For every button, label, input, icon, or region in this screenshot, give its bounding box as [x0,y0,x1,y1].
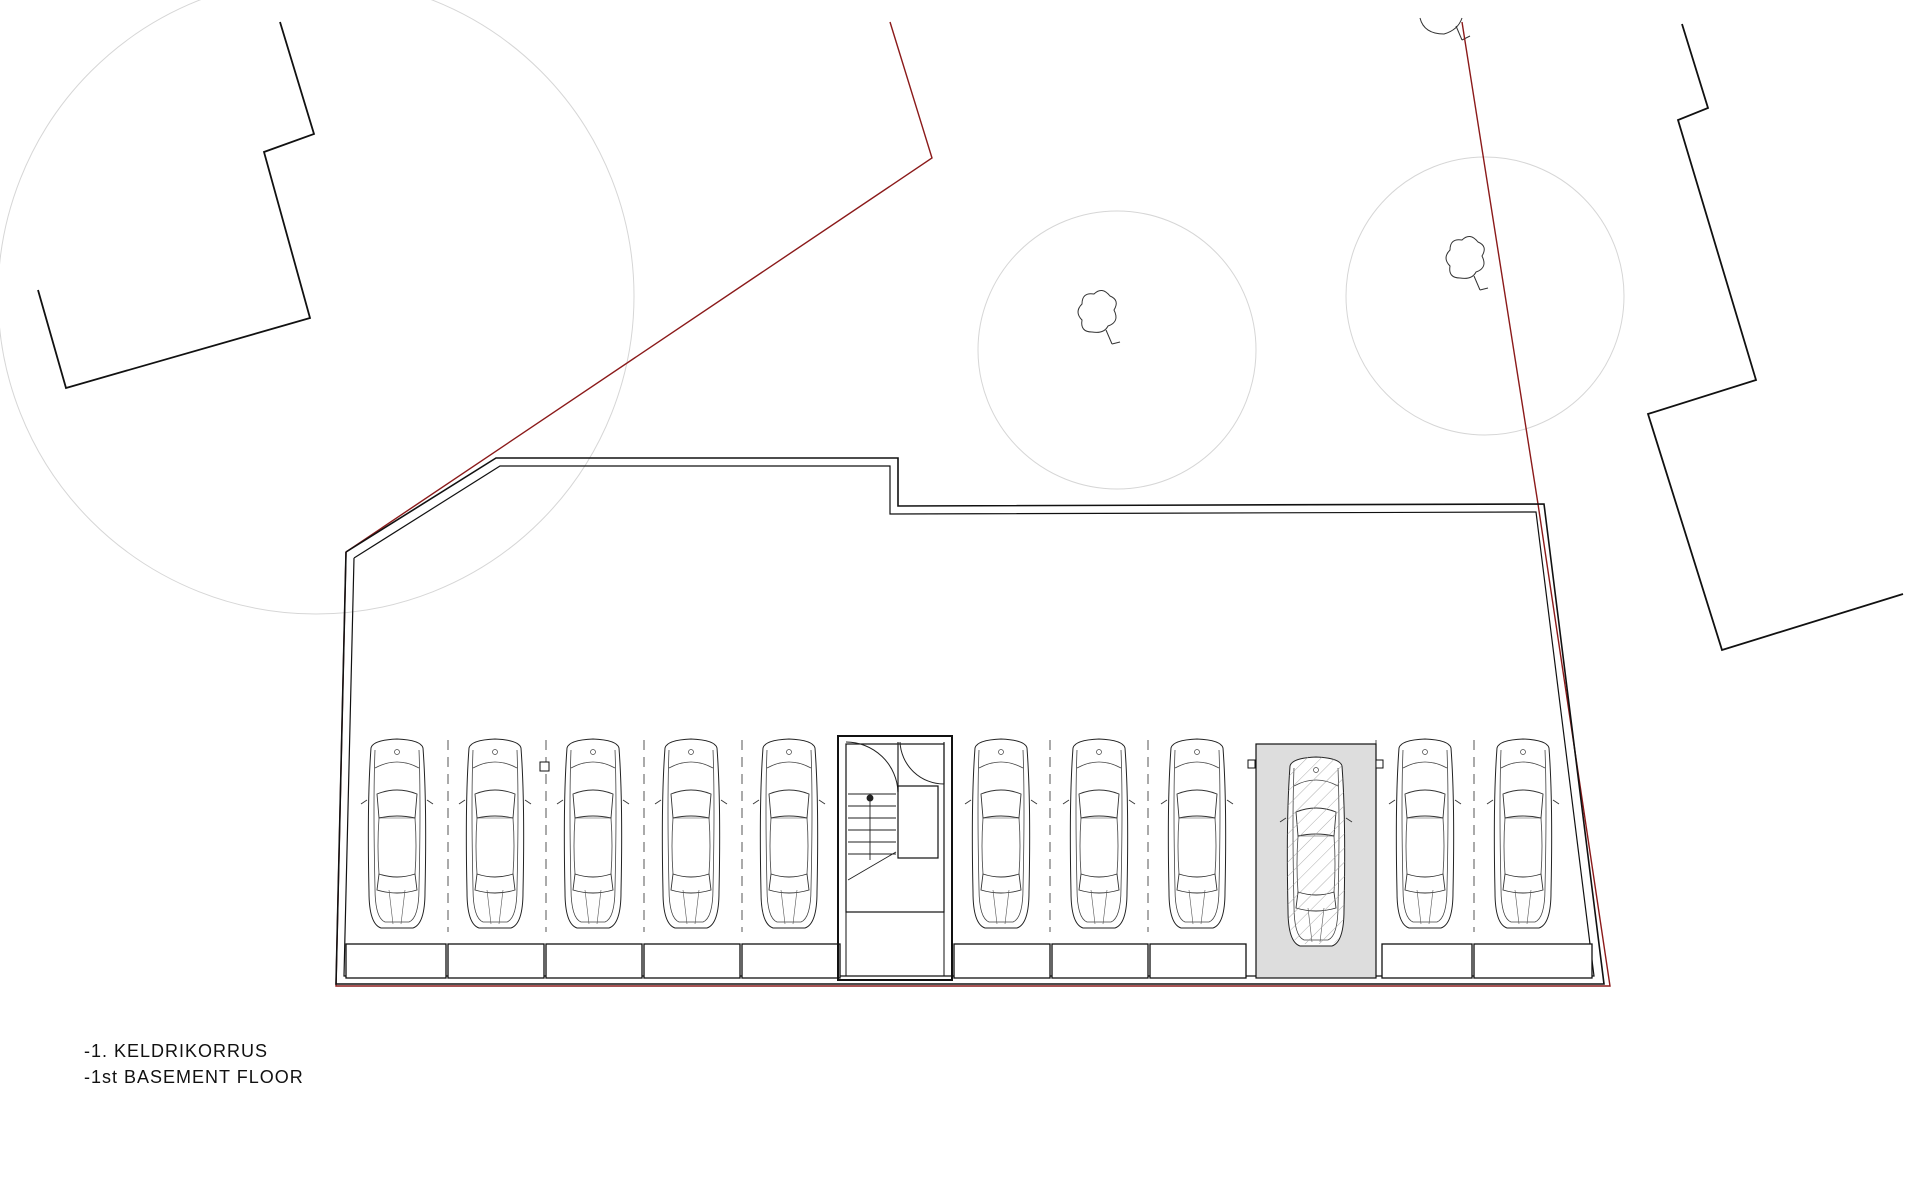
car-icon [1160,738,1234,929]
car-icon [1388,738,1462,929]
parked-cars [360,738,1560,947]
storage-lockers [345,943,1593,979]
car-icon [360,738,434,929]
stair-core [837,735,953,981]
tree-canopy-center [977,210,1257,490]
car-icon [1279,756,1353,947]
car-icon [556,738,630,929]
column-marker [539,761,550,772]
tree-canopy-large [0,0,635,615]
car-icon [752,738,826,929]
car-icon [1486,738,1560,929]
car-icon [654,738,728,929]
car-icon [964,738,1038,929]
caption-line-english: -1st BASEMENT FLOOR [84,1067,304,1087]
tree-canopy-east [1345,156,1625,436]
car-icon [1062,738,1136,929]
door-swing-icon [845,741,945,793]
car-icon [458,738,532,929]
caption-line-icelandic: -1. KELDRIKORRUS [84,1041,269,1061]
stair-icon [847,785,939,881]
neighbour-building-east [1646,23,1904,652]
drawing-caption: -1. KELDRIKORRUS -1st BASEMENT FLOOR [84,1038,304,1090]
tree-top-edge [1419,17,1471,41]
neighbour-building-west [37,21,316,390]
